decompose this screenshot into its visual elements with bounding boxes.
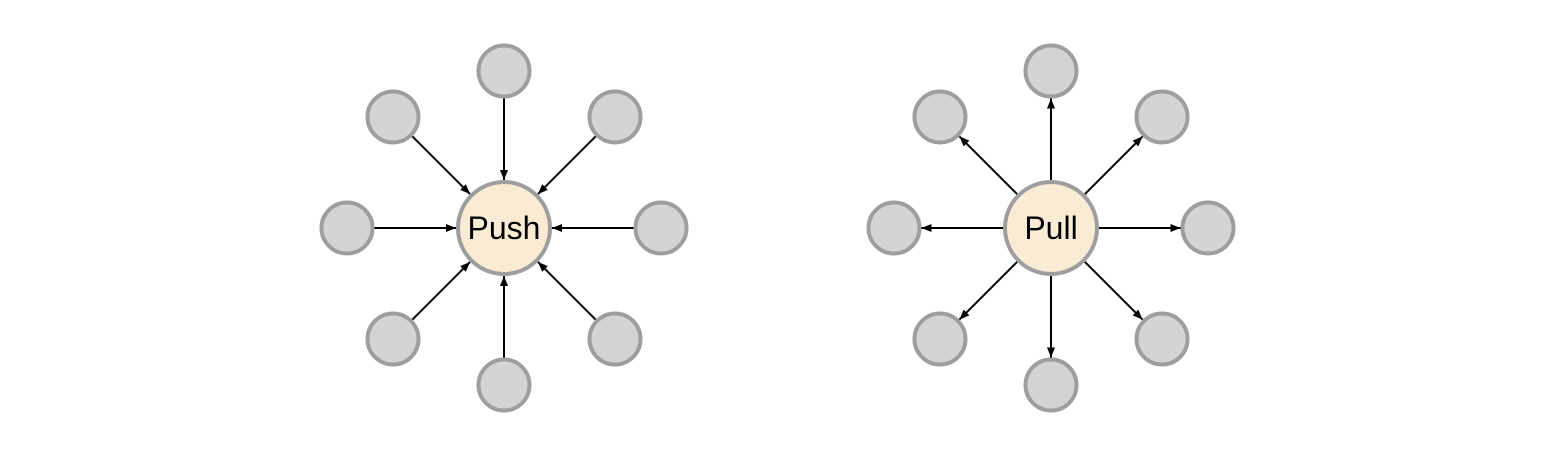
push-arrow xyxy=(411,261,471,321)
satellite-node xyxy=(1180,200,1236,256)
satellite-node xyxy=(476,357,532,413)
satellite-node xyxy=(476,43,532,99)
satellite-node xyxy=(365,89,421,145)
pull-arrow xyxy=(1084,135,1144,195)
satellite-node xyxy=(1023,43,1079,99)
pull-arrow xyxy=(1084,261,1144,321)
satellite-node xyxy=(587,89,643,145)
hub-label: Pull xyxy=(1024,210,1077,246)
hub-node xyxy=(456,180,552,276)
push-arrow xyxy=(537,135,597,195)
push-diagram-group: Push xyxy=(319,43,689,413)
satellite-node xyxy=(633,200,689,256)
satellite-node xyxy=(866,200,922,256)
satellite-node xyxy=(587,311,643,367)
satellite-node xyxy=(912,311,968,367)
pull-arrow xyxy=(958,261,1018,321)
satellite-node xyxy=(319,200,375,256)
push-arrow xyxy=(537,261,597,321)
satellite-node xyxy=(1023,357,1079,413)
hub-label: Push xyxy=(468,210,541,246)
satellite-node xyxy=(365,311,421,367)
pull-arrow xyxy=(958,135,1018,195)
hub-node xyxy=(1003,180,1099,276)
satellite-node xyxy=(1134,311,1190,367)
pull-diagram-group: Pull xyxy=(866,43,1236,413)
satellite-node xyxy=(912,89,968,145)
push-arrow xyxy=(411,135,471,195)
satellite-node xyxy=(1134,89,1190,145)
